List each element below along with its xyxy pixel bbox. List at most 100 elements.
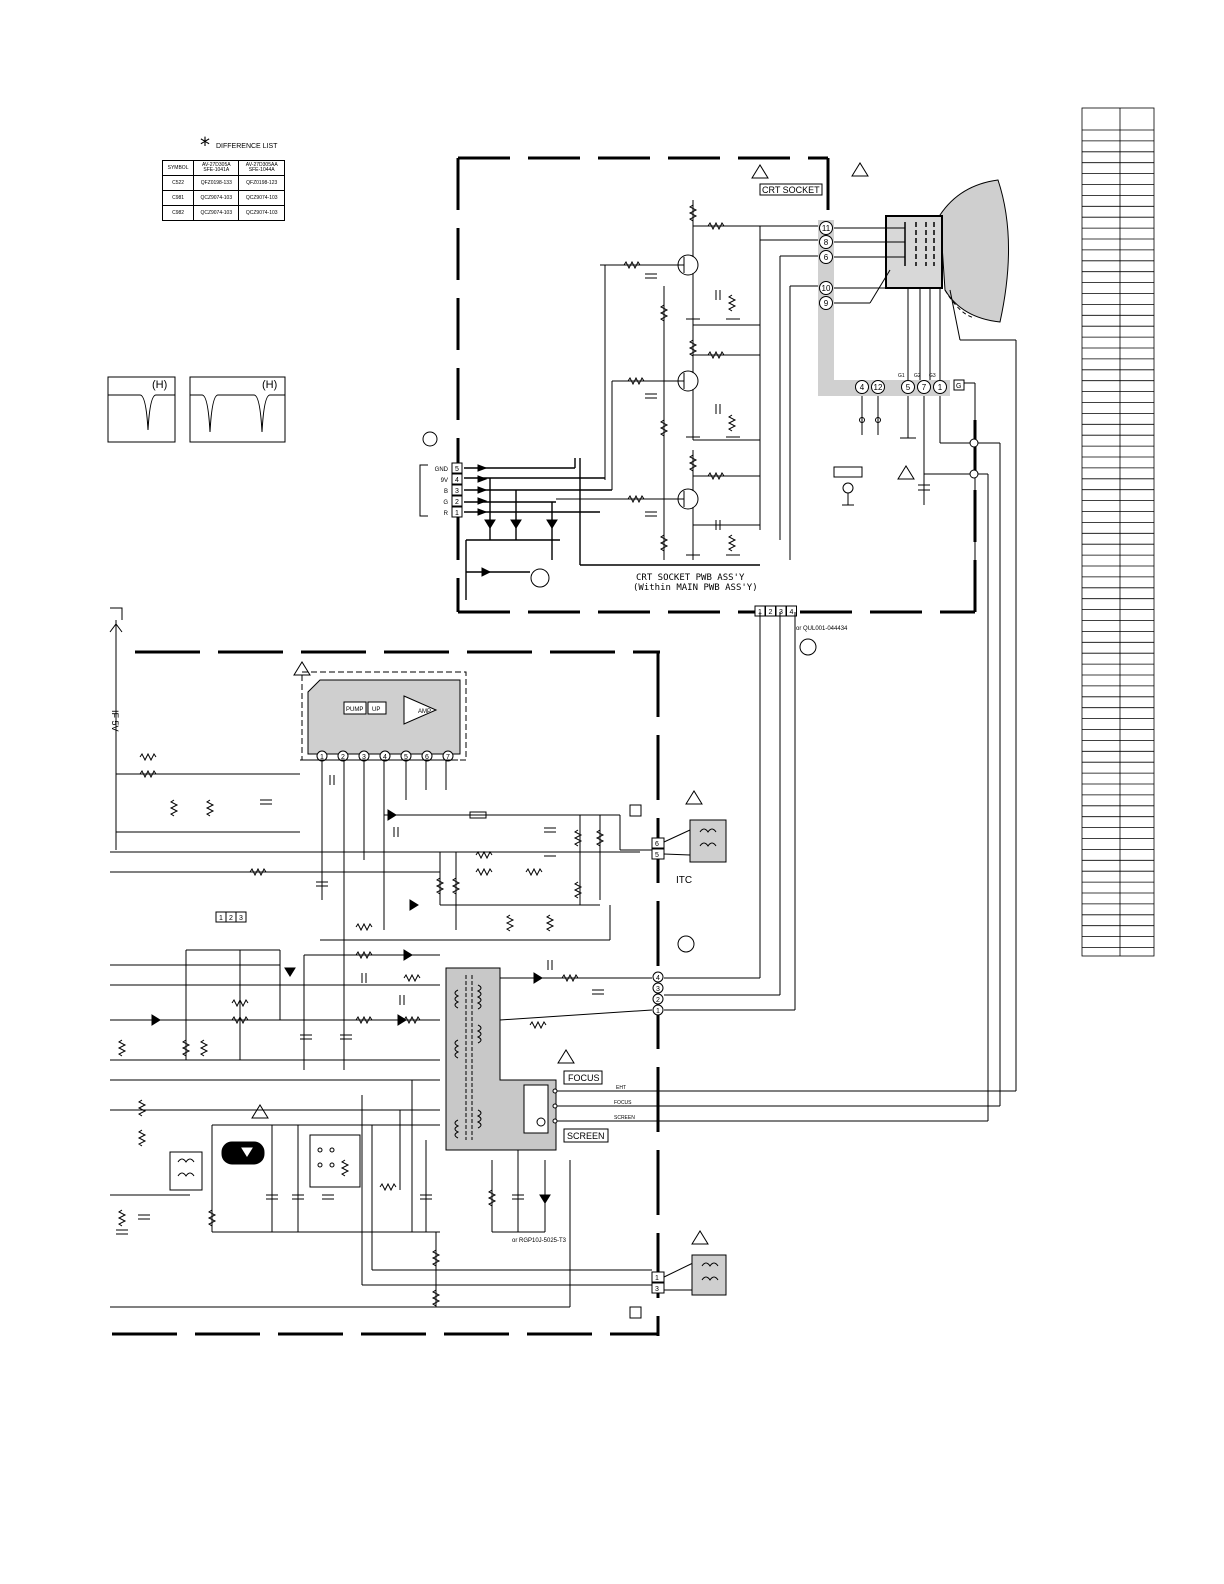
crt-pin: [819, 235, 833, 249]
crt-pin-label: 5: [906, 383, 911, 392]
ic-pin-number: 2: [341, 754, 345, 761]
bottom-connector-module: 1 3: [651, 1254, 727, 1296]
coil-group: [309, 1134, 361, 1188]
input-pin-box: [451, 495, 463, 507]
ic-pin-number: 6: [425, 754, 429, 761]
focus-line-label: FOCUS: [614, 1100, 632, 1106]
connector-pin-number: 2: [229, 915, 233, 922]
fbt-connector-pin-number: 4: [656, 975, 660, 982]
input-pin-number: 1: [455, 510, 459, 517]
ic-pin: [421, 750, 433, 762]
output-pin-box: [786, 605, 797, 617]
long-wires: [555, 289, 1017, 1122]
fbt-part-number: or RGP10J-5025-T3: [512, 1238, 567, 1244]
input-pin-box: [451, 473, 463, 485]
ic-pin-number: 5: [404, 754, 408, 761]
crt-pin-label: 9: [824, 299, 829, 308]
if-vertical-label: IF 5V: [110, 710, 120, 732]
screen-line-label: SCREEN: [614, 1115, 635, 1121]
ic-pin: [442, 750, 454, 762]
grid-label-g2: G2: [914, 373, 921, 379]
difference-list-table: SYMBOL AV-27D305A SFE-1041A AV-27D305AA …: [161, 160, 285, 221]
flyback-transformer: FOCUS SCREEN EHT FOCUS SCREEN or RGP10J-…: [445, 967, 635, 1244]
fbt-connector-pin: [652, 971, 664, 983]
waveform-box-2: (H): [189, 376, 286, 443]
input-pin-number: 5: [455, 466, 459, 473]
crt-pwb-label-line2: (Within MAIN PWB ASS'Y): [633, 583, 758, 593]
rgb-drive-circuit: [556, 200, 791, 560]
crt-pin: [819, 296, 833, 310]
crt-pin-label: 1: [938, 383, 943, 392]
connector-pin-number: 3: [239, 915, 243, 922]
ic-pin-number: 4: [383, 754, 387, 761]
fbt-connector-pin: [652, 982, 664, 994]
ic-pump-label: PUMP: [346, 707, 363, 713]
screen-label: SCREEN: [567, 1131, 605, 1141]
waveform-unit-label: (H): [152, 379, 167, 391]
ic-pin: [379, 750, 391, 762]
opto-coupler: [169, 1141, 265, 1191]
ground-pin-label: G: [956, 383, 961, 390]
table-header-model-a: AV-27D305A SFE-1041A: [193, 160, 240, 176]
ic-pin-number: 1: [320, 754, 324, 761]
input-pin-number: 2: [455, 499, 459, 506]
output-pin-number: 4: [790, 609, 794, 616]
input-pin-name: GND: [435, 467, 449, 473]
arrow-icon: [477, 497, 488, 505]
input-pin-box: [451, 506, 463, 518]
input-pin-name: B: [444, 489, 448, 495]
itc-label: ITC: [676, 875, 692, 886]
reference-markers: [422, 431, 863, 1319]
bottom-connector-pin-3: 3: [655, 1286, 659, 1293]
if-arrow: IF 5V: [109, 607, 123, 850]
crt-ground-pin: G: [953, 379, 965, 391]
waveform-unit-label: (H): [262, 379, 277, 391]
focus-label: FOCUS: [568, 1073, 600, 1083]
lower-capacitors: [116, 775, 604, 1235]
crt-pin-label: 12: [874, 383, 883, 392]
crt-pin: [933, 380, 947, 394]
grid-label-g3: G3: [929, 373, 936, 379]
table-row: SYMBOL AV-27D305A SFE-1041A AV-27D305AA …: [161, 160, 285, 176]
input-pin-name: R: [444, 511, 449, 517]
crt-pin-label: 4: [860, 383, 865, 392]
crt-pwb-label-line1: CRT SOCKET PWB ASS'Y: [636, 573, 745, 583]
arrow-icon: [477, 475, 488, 483]
crt-socket-part-number: or QUL001-044434: [796, 626, 848, 632]
bottom-connector-pin-1: 1: [655, 1275, 659, 1282]
crt-pin: [901, 380, 915, 394]
fbt-connector-pin: [652, 1004, 664, 1016]
input-pin-name: G: [443, 500, 448, 506]
input-diodes: [481, 519, 558, 588]
crt-pin: [819, 250, 833, 264]
input-pin-number: 3: [455, 488, 459, 495]
itc-pin-5: 5: [655, 852, 659, 859]
crt-tube: [885, 179, 1010, 323]
crt-pin: [819, 221, 833, 235]
input-pin-box: [451, 484, 463, 496]
crt-pin: [855, 380, 869, 394]
fbt-connector-pin-number: 2: [656, 997, 660, 1004]
crt-pin-label: 10: [822, 284, 831, 293]
connector-pin-number: 1: [219, 915, 223, 922]
table-cell: QCZ9074-103: [238, 205, 285, 221]
lower-board-wiring: [110, 759, 696, 1308]
crt-socket-label: CRT SOCKET: [762, 185, 820, 195]
table-row: C982 QCZ9074-103 QCZ9074-103: [161, 205, 285, 221]
table-row: C522 QFZ0198-133 QFZ0198-123: [161, 175, 285, 191]
eht-line-label: EHT: [616, 1085, 626, 1091]
grid-label-g1: G1: [898, 373, 905, 379]
lower-resistors: [117, 752, 605, 1307]
difference-list-title: DIFFERENCE LIST: [216, 143, 278, 150]
safety-triangle-icons: [251, 162, 915, 1245]
fbt-connector-pin: [652, 993, 664, 1005]
crt-socket-bottom-pins: 4 12 5 7 1: [855, 380, 947, 394]
crt-pin-label: 7: [922, 383, 927, 392]
output-pin-number: 3: [779, 609, 783, 616]
table-cell: QCZ9074-103: [193, 205, 240, 221]
waveform-box-1: (H): [107, 376, 176, 443]
